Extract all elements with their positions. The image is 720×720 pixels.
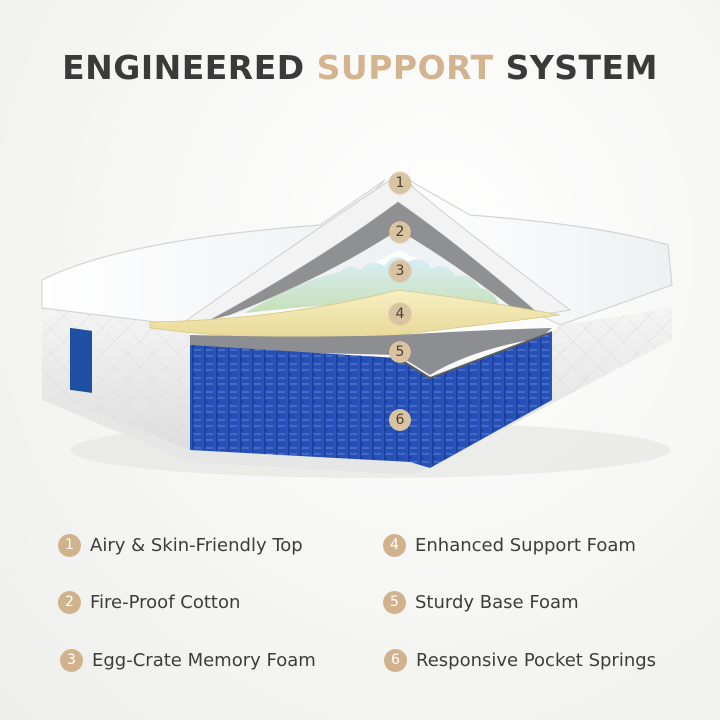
diagram-marker-1: 1 <box>389 172 411 194</box>
number-badge-icon: 6 <box>384 648 407 672</box>
title-part-1: ENGINEERED <box>62 48 305 87</box>
page-title: ENGINEERED SUPPORT SYSTEM <box>0 48 720 87</box>
number-badge-icon: 5 <box>383 590 406 614</box>
title-part-3: SYSTEM <box>505 48 658 87</box>
legend-item-3: 3 Egg-Crate Memory Foam <box>60 645 316 675</box>
legend-label: Enhanced Support Foam <box>415 534 636 556</box>
diagram-marker-5: 5 <box>389 341 411 363</box>
legend-item-5: 5 Sturdy Base Foam <box>383 587 579 617</box>
legend-label: Fire-Proof Cotton <box>90 591 241 613</box>
legend-item-4: 4 Enhanced Support Foam <box>383 530 636 560</box>
legend-item-2: 2 Fire-Proof Cotton <box>58 587 240 617</box>
diagram-marker-6: 6 <box>389 409 411 431</box>
legend-item-6: 6 Responsive Pocket Springs <box>384 645 656 675</box>
number-badge-icon: 2 <box>58 590 81 614</box>
legend-label: Airy & Skin-Friendly Top <box>90 534 303 556</box>
number-badge-icon: 4 <box>383 533 406 557</box>
diagram-marker-2: 2 <box>389 221 411 243</box>
mattress-cutaway-illustration: 1 2 3 4 5 6 <box>0 150 720 490</box>
diagram-marker-3: 3 <box>389 260 411 282</box>
legend-label: Sturdy Base Foam <box>415 591 579 613</box>
number-badge-icon: 1 <box>58 533 81 557</box>
legend-label: Responsive Pocket Springs <box>416 649 657 671</box>
title-accent: SUPPORT <box>316 48 494 87</box>
legend-item-1: 1 Airy & Skin-Friendly Top <box>58 530 303 560</box>
number-badge-icon: 3 <box>60 648 83 672</box>
legend-label: Egg-Crate Memory Foam <box>92 649 316 671</box>
diagram-marker-4: 4 <box>389 303 411 325</box>
mattress-icon <box>41 174 673 478</box>
layer-legend: 1 Airy & Skin-Friendly Top 2 Fire-Proof … <box>0 528 720 688</box>
